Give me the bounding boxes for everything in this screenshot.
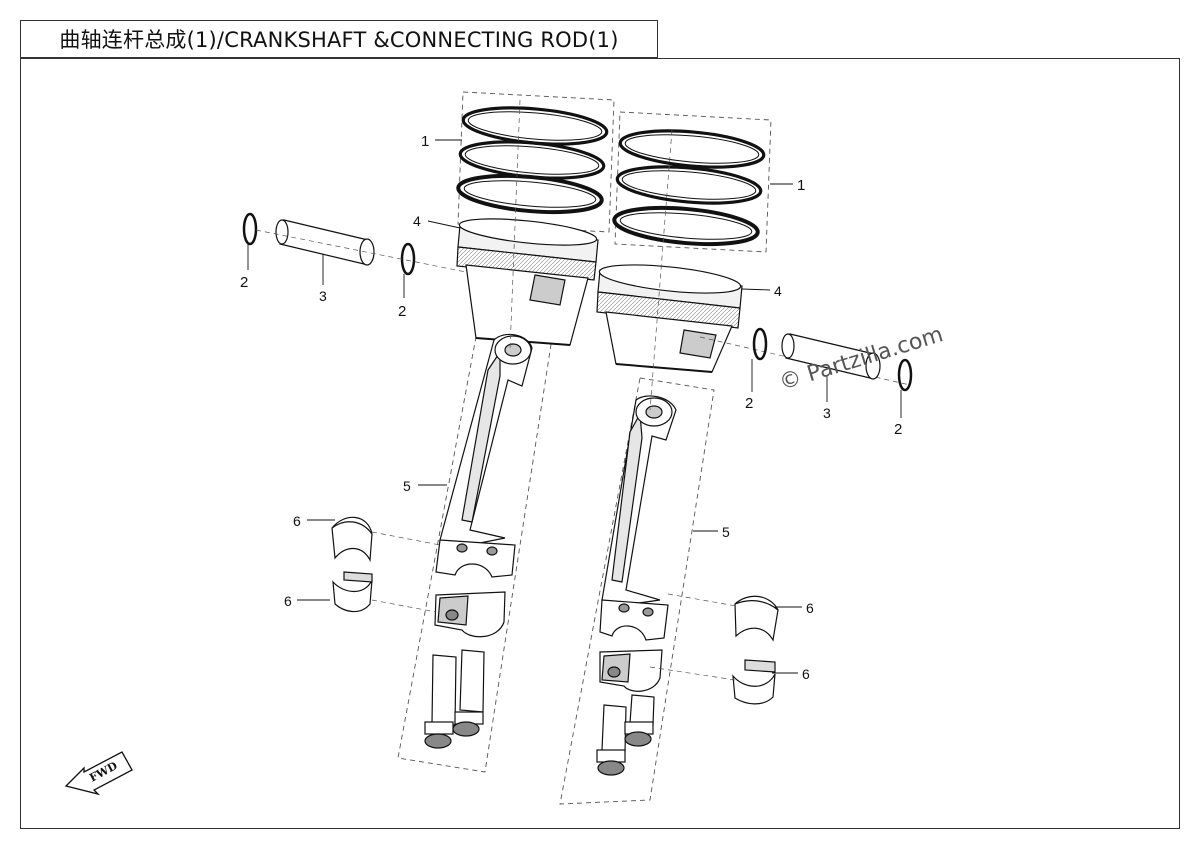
guide-lines xyxy=(371,99,737,681)
callout-5-left: 5 xyxy=(403,478,411,494)
connecting-rod-left xyxy=(424,333,533,749)
title-box: 曲轴连杆总成(1)/CRANKSHAFT &CONNECTING ROD(1) xyxy=(20,20,658,58)
piston-rings-right xyxy=(612,129,766,247)
callout-6-left-upper: 6 xyxy=(293,513,301,529)
connecting-rod-right xyxy=(596,395,677,776)
callout-4-right: 4 xyxy=(774,283,782,299)
piston-right xyxy=(596,264,743,373)
piston-left xyxy=(456,218,599,346)
callout-4-left: 4 xyxy=(413,213,421,229)
callout-6-left-lower: 6 xyxy=(284,593,292,609)
diagram-frame xyxy=(20,58,1180,829)
callout-labels: 1 1 2 2 2 2 3 3 4 4 5 5 6 6 6 6 xyxy=(240,133,902,682)
bearing-shells xyxy=(331,516,779,705)
page-title: 曲轴连杆总成(1)/CRANKSHAFT &CONNECTING ROD(1) xyxy=(59,28,619,52)
callout-3-left: 3 xyxy=(319,288,327,304)
callout-2-right-outer: 2 xyxy=(894,421,902,438)
callout-2-left-inner: 2 xyxy=(398,303,406,320)
piston-rings-left xyxy=(456,106,609,215)
callout-3-right: 3 xyxy=(823,405,831,421)
callout-6-right-upper: 6 xyxy=(806,600,814,616)
callout-6-right-lower: 6 xyxy=(802,666,810,682)
fwd-arrow-icon: FWD xyxy=(64,751,133,796)
callout-2-right-inner: 2 xyxy=(745,395,753,412)
leader-lines xyxy=(247,139,902,674)
callout-2-left-outer: 2 xyxy=(240,274,248,291)
callout-5-right: 5 xyxy=(722,524,730,540)
callout-1-left: 1 xyxy=(421,133,429,150)
pin-assembly-right xyxy=(699,327,913,392)
callout-1-right: 1 xyxy=(797,177,805,194)
